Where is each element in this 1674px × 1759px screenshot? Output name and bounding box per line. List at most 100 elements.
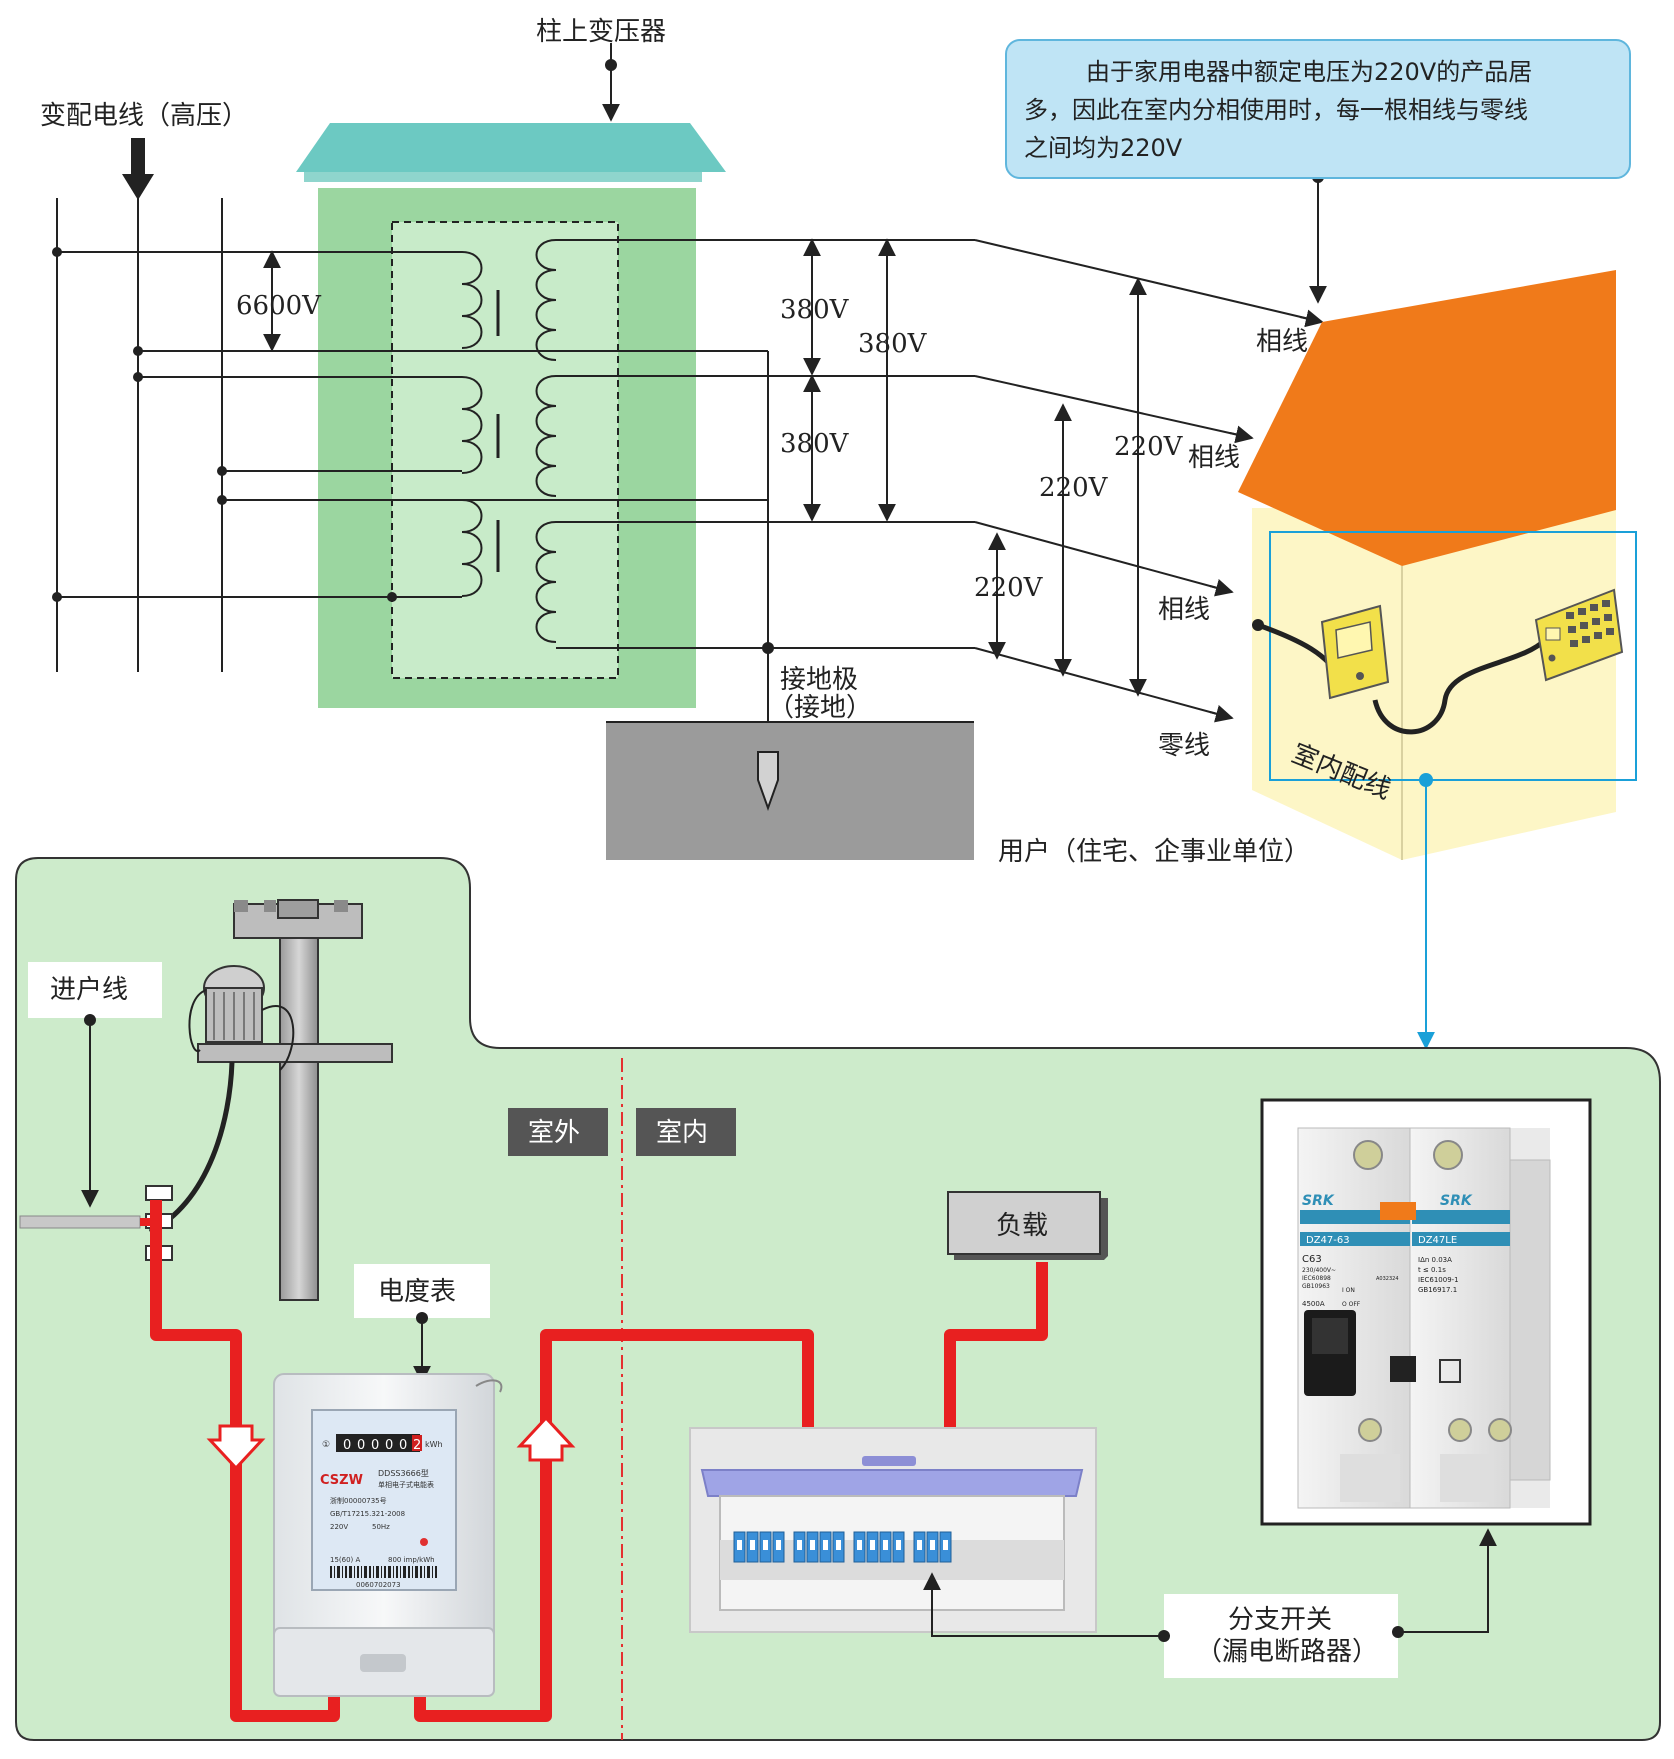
- note-box: [1005, 39, 1631, 179]
- leakage-breaker-photo: [1260, 1098, 1592, 1526]
- breaker-off: O OFF: [1342, 1301, 1361, 1308]
- meter-serial: 0060702073: [356, 1581, 401, 1589]
- ground-block: [606, 722, 974, 860]
- note-line-2: 多，因此在室内分相使用时，每一根相线与零线: [1024, 96, 1528, 124]
- voltage-380-label-a: 380V: [780, 295, 850, 325]
- branch-switch-label: 分支开关: [1228, 1605, 1332, 1635]
- flow-up-arrow: [516, 1415, 576, 1462]
- voltage-380-label-b: 380V: [858, 329, 928, 359]
- panel-breaker-toggle: [943, 1540, 948, 1550]
- panel-breaker-toggle: [857, 1540, 862, 1550]
- voltage-380-label-c: 380V: [780, 429, 850, 459]
- meter-std: GB/T17215.321-2008: [330, 1510, 405, 1518]
- voltage-220-label-b: 220V: [1039, 473, 1109, 503]
- breaker-rating: C63: [1302, 1254, 1322, 1265]
- meter-digit-1: 0: [357, 1438, 365, 1453]
- neutral-line-label: 零线: [1158, 731, 1210, 761]
- panel-breaker-toggle: [737, 1540, 742, 1550]
- phase-arrows: [1209, 309, 1324, 723]
- breaker-brand-left: SRK: [1302, 1193, 1335, 1209]
- panel-breaker-toggle: [883, 1540, 888, 1550]
- breaker-spec: 230/400V~: [1302, 1267, 1336, 1274]
- indoor-label: 室内: [656, 1118, 708, 1148]
- pole-transformer: [296, 123, 726, 708]
- meter-volt: 220V: [330, 1523, 348, 1531]
- breaker-idn: IΔn 0.03A: [1418, 1256, 1452, 1264]
- service-line-callout: [28, 962, 162, 1208]
- meter-unit: kWh: [425, 1440, 443, 1449]
- indoor-tag: [636, 1108, 736, 1156]
- svg-text:①: ①: [322, 1440, 330, 1450]
- callout-line: [1417, 773, 1435, 1050]
- breaker-ccc: A032324: [1376, 1276, 1399, 1282]
- meter-model: DDSS3666型: [378, 1469, 429, 1478]
- red-cables: [140, 1200, 1048, 1722]
- meter-freq: 50Hz: [372, 1523, 390, 1531]
- panel-breaker-toggle: [917, 1540, 922, 1550]
- panel-breaker-toggle: [870, 1540, 875, 1550]
- breaker-std-right: IEC61009-1: [1418, 1276, 1459, 1284]
- breaker-std-left2: GB10963: [1302, 1283, 1330, 1290]
- panel-breaker-toggle: [776, 1540, 781, 1550]
- breaker-std-left: IEC60898: [1302, 1275, 1331, 1282]
- junction-dots: [52, 247, 774, 654]
- meter-brand: CSZW: [320, 1473, 363, 1488]
- meter-digit-5: 2: [413, 1438, 421, 1453]
- panel-breaker-toggle: [750, 1540, 755, 1550]
- ground-electrode-label: 接地极: [780, 665, 858, 695]
- meter-digit-3: 0: [385, 1438, 393, 1453]
- voltage-6600-label: 6600V: [236, 291, 322, 321]
- panel-breaker-toggle: [797, 1540, 802, 1550]
- ground-electrode-sublabel: （接地）: [768, 693, 872, 723]
- breaker-model-right: DZ47LE: [1418, 1235, 1457, 1246]
- transformer-core: [391, 221, 619, 679]
- branch-switch-sublabel: （漏电断路器）: [1196, 1637, 1378, 1667]
- meter-desc: 单相电子式电能表: [378, 1480, 434, 1489]
- user-house: [1238, 270, 1637, 860]
- phase-line-label-1: 相线: [1256, 327, 1308, 357]
- panel-breaker-toggle: [836, 1540, 841, 1550]
- breaker-time: t ≤ 0.1s: [1418, 1266, 1446, 1274]
- meter-digit-2: 0: [371, 1438, 379, 1453]
- note-line-3: 之间均为220V: [1024, 134, 1183, 162]
- panel-breakers: [733, 1531, 952, 1563]
- panel-breaker-toggle: [810, 1540, 815, 1550]
- meter-digit-4: 0: [399, 1438, 407, 1453]
- meter-digit-0: 0: [343, 1438, 351, 1453]
- outdoor-label: 室外: [528, 1118, 580, 1148]
- voltage-220-label-a: 220V: [1114, 432, 1184, 462]
- ground-electrode: [757, 751, 779, 811]
- meter-imp: 800 imp/kWh: [388, 1556, 435, 1564]
- meter-label: 电度表: [378, 1277, 456, 1307]
- voltage-220-label-c: 220V: [974, 573, 1044, 603]
- voltage-dimensions: [263, 43, 1327, 697]
- hv-lines: [56, 198, 1323, 755]
- panel-breaker-toggle: [896, 1540, 901, 1550]
- electricity-meter: [273, 1373, 503, 1697]
- breaker-std-right2: GB16917.1: [1418, 1286, 1457, 1294]
- load-label: 负载: [996, 1211, 1048, 1241]
- panel-breaker-toggle: [930, 1540, 935, 1550]
- breaker-markings: SRK SRK DZ47-63 DZ47LE C63 230/400V~ IEC…: [1302, 1193, 1473, 1308]
- service-line-label: 进户线: [50, 975, 128, 1005]
- hv-line-label: 变配电线（高压）: [40, 101, 248, 131]
- note-line-1: 由于家用电器中额定电压为220V的产品居: [1086, 58, 1532, 86]
- service-entry-line: [19, 1215, 141, 1229]
- breaker-model-left: DZ47-63: [1306, 1235, 1350, 1246]
- flow-down-arrow: [206, 1424, 266, 1471]
- breaker-cap: 4500A: [1302, 1300, 1325, 1308]
- meter-current: 15(60) A: [330, 1556, 361, 1564]
- panel-breaker-toggle: [763, 1540, 768, 1550]
- user-label: 用户（住宅、企事业单位）: [998, 837, 1310, 867]
- distribution-panel: [689, 1427, 1097, 1633]
- meter-callout: [354, 1264, 490, 1384]
- panel-breaker-toggle: [823, 1540, 828, 1550]
- breaker-on: I ON: [1342, 1287, 1355, 1294]
- load-box: [947, 1191, 1108, 1260]
- pole-transformer-label: 柱上变压器: [536, 17, 666, 47]
- meter-face: ① 0 0 0 0 0 2 kWh CSZW DDSS3666型 单相电子式电能…: [320, 1435, 443, 1589]
- outdoor-tag: [508, 1108, 608, 1156]
- hv-input-arrow: [122, 138, 154, 200]
- phase-line-label-2: 相线: [1188, 443, 1240, 473]
